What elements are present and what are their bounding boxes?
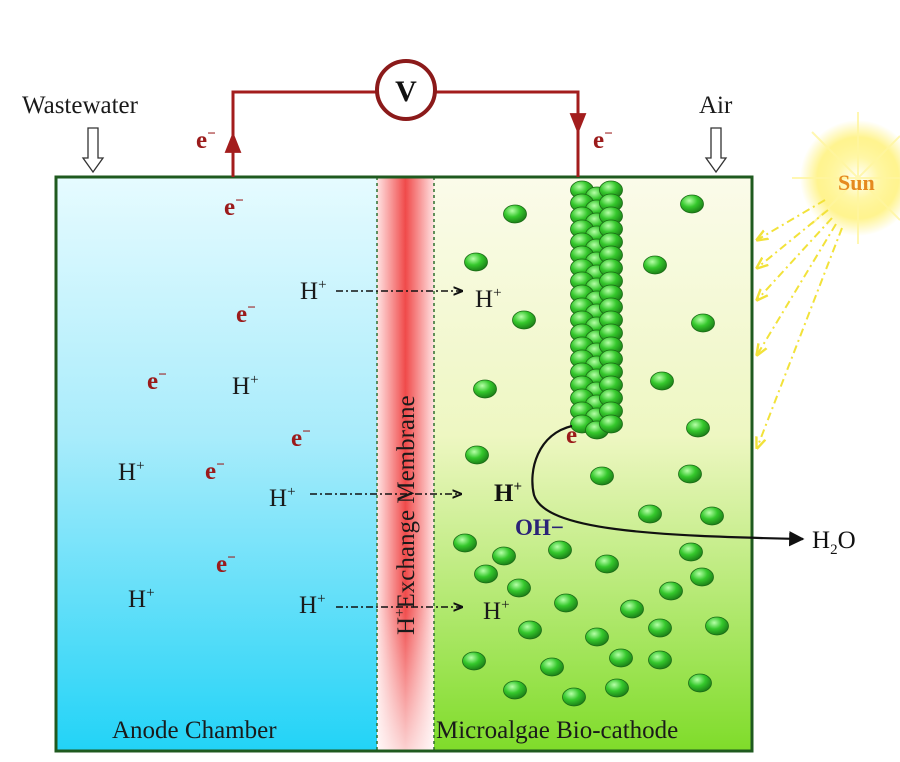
cathode-proton: H+ — [483, 597, 510, 625]
algae-cell — [465, 445, 489, 465]
voltmeter-label: V — [395, 75, 417, 108]
algae-cell — [507, 578, 531, 598]
algae-cell — [464, 252, 488, 272]
wastewater-label: Wastewater — [22, 92, 139, 119]
algae-cell — [462, 651, 486, 671]
algae-cell — [648, 618, 672, 638]
electron: e− — [205, 457, 225, 485]
algae-cell — [474, 564, 498, 584]
algae-cell — [590, 466, 614, 486]
algae-cell — [503, 204, 527, 224]
voltmeter: V — [375, 59, 437, 121]
anode-protons: H+ H+ H+ H+ H+ H+ — [118, 277, 327, 619]
sun-icon — [792, 112, 900, 244]
algae-cell — [650, 371, 674, 391]
hydroxide-label: OH− — [515, 515, 564, 540]
sun-rays — [757, 199, 843, 448]
algae-cell — [473, 379, 497, 399]
algae-cell — [585, 627, 609, 647]
air-inlet-arrow-icon — [704, 127, 728, 174]
algae-cell — [609, 648, 633, 668]
electron: e− — [216, 550, 236, 578]
proton: H+ — [128, 585, 155, 613]
proton-transfer-arrows — [310, 291, 462, 607]
proton: H+ — [269, 484, 296, 512]
algae-cell — [548, 540, 572, 560]
anode-chamber-fill — [56, 177, 377, 751]
algae-cell — [700, 506, 724, 526]
circuit-electron-right: e− — [593, 126, 613, 154]
proton: H+ — [300, 277, 327, 305]
reaction-path — [531, 424, 805, 547]
algae-cell — [503, 680, 527, 700]
algae-cell — [678, 464, 702, 484]
cathode-proton: H+ — [475, 285, 502, 313]
algae-cell — [540, 657, 564, 677]
microalgae-cells — [453, 180, 729, 707]
water-product-label: H2O — [812, 527, 856, 558]
algae-cell — [512, 310, 536, 330]
anode-electrons: e− e− e− e− e− e− — [147, 193, 311, 578]
cathode-electron: e — [566, 422, 577, 449]
algae-cell — [453, 533, 477, 553]
algae-cell — [648, 650, 672, 670]
external-circuit — [224, 90, 587, 177]
algae-cell — [492, 546, 516, 566]
algae-cell — [554, 593, 578, 613]
biocathode-label: Microalgae Bio-cathode — [436, 717, 678, 744]
algae-cell — [688, 673, 712, 693]
algae-cell — [638, 504, 662, 524]
algae-cell — [690, 567, 714, 587]
electron: e− — [236, 300, 256, 328]
proton: H+ — [299, 591, 326, 619]
exchange-membrane — [376, 177, 435, 751]
anode-chamber-label: Anode Chamber — [112, 717, 277, 744]
algae-cell — [643, 255, 667, 275]
circuit-electron-left: e− — [196, 126, 216, 154]
wastewater-inlet-arrow-icon — [81, 127, 105, 174]
cathode-proton-bold: H+ — [494, 479, 522, 507]
algae-cell — [620, 599, 644, 619]
algae-cell — [691, 313, 715, 333]
algae-cell — [680, 194, 704, 214]
algae-cell — [599, 414, 623, 434]
algae-cell — [518, 620, 542, 640]
algae-cell — [705, 616, 729, 636]
membrane-label: H+Exchange Membrane — [392, 395, 420, 635]
algae-cell — [605, 678, 629, 698]
proton: H+ — [232, 372, 259, 400]
algae-cell — [595, 554, 619, 574]
algae-cell — [659, 581, 683, 601]
electron: e− — [224, 193, 244, 221]
sun-label: Sun — [838, 170, 875, 195]
electron: e− — [291, 424, 311, 452]
algae-cell — [686, 418, 710, 438]
air-label: Air — [699, 92, 733, 119]
electron: e− — [147, 367, 167, 395]
chamber-outline — [54, 175, 754, 753]
algae-cell — [679, 542, 703, 562]
proton: H+ — [118, 458, 145, 486]
algae-cell — [562, 687, 586, 707]
